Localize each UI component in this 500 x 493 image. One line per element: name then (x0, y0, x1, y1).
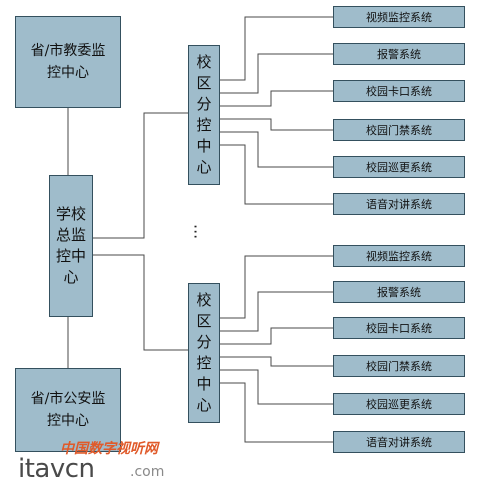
branch-c1-video (220, 16, 333, 81)
c2-video-surveillance: 视频监控系统 (333, 245, 465, 267)
c1-patrol: 校园巡更系统 (333, 156, 465, 178)
watermark-domain: .com (130, 464, 165, 480)
school-headquarters-center: 学校总监控中心 (49, 175, 93, 317)
branch-c1-gate (220, 90, 333, 107)
branch-c2-video (220, 255, 333, 319)
watermark-cn: 中国数字视听网 (60, 441, 158, 457)
c2-patrol: 校园巡更系统 (333, 393, 465, 415)
campus-center-1: 校区分控中心 (188, 45, 220, 185)
connector-hq-campus-2 (93, 254, 188, 351)
c2-alarm: 报警系统 (333, 281, 465, 303)
c1-intercom: 语音对讲系统 (333, 193, 465, 215)
police-monitoring-center: 省/市公安监控中心 (15, 368, 121, 452)
c2-access-control: 校园门禁系统 (333, 355, 465, 377)
branch-c1-patrol (220, 131, 333, 168)
branch-c2-patrol (220, 369, 333, 405)
branch-c2-alarm (220, 291, 333, 332)
branch-c2-access (220, 356, 333, 367)
c1-access-control: 校园门禁系统 (333, 119, 465, 141)
ellipsis: ··· (186, 224, 205, 240)
branch-c1-alarm (220, 53, 333, 94)
branch-c1-intercom (220, 144, 333, 205)
campus-center-2: 校区分控中心 (188, 283, 220, 423)
watermark-logo: itavcn (18, 454, 95, 484)
branch-c2-intercom (220, 382, 333, 443)
c1-alarm: 报警系统 (333, 43, 465, 65)
branch-c2-gate (220, 327, 333, 345)
education-monitoring-center: 省/市教委监控中心 (15, 16, 121, 108)
connector-hq-campus-1 (93, 112, 188, 239)
c1-campus-gate: 校园卡口系统 (333, 80, 465, 102)
c2-intercom: 语音对讲系统 (333, 431, 465, 453)
branch-c1-access (220, 118, 333, 131)
c1-video-surveillance: 视频监控系统 (333, 6, 465, 28)
c2-campus-gate: 校园卡口系统 (333, 317, 465, 339)
